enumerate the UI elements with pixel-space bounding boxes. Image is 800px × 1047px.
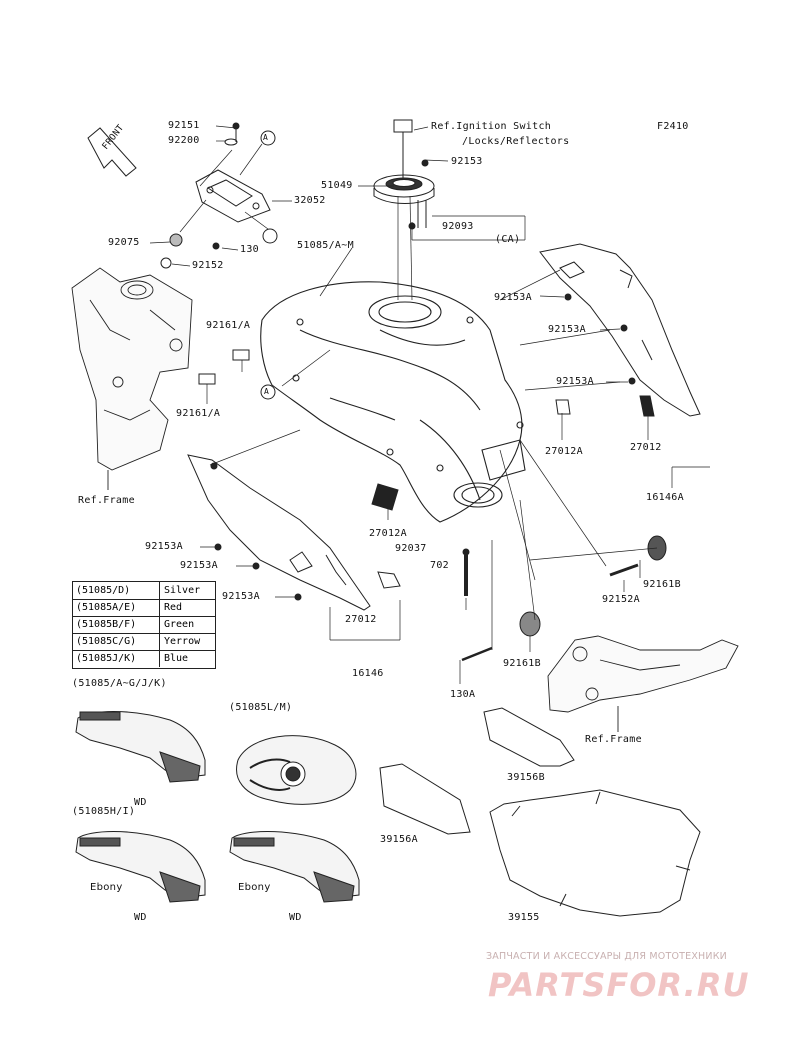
frame-right-sketch [547, 635, 739, 732]
inset-drawings [75, 711, 360, 903]
part-92161a-2: 92161/A [176, 408, 221, 419]
part-27012a-1: 27012A [545, 446, 583, 457]
bracket-part [160, 122, 278, 269]
part-92152: 92152 [192, 260, 224, 271]
part-92153a-6: 92153A [222, 591, 260, 602]
legend-color: Silver [164, 585, 201, 596]
part-92075: 92075 [108, 237, 140, 248]
inset2-title: (51085L/M) [229, 702, 293, 713]
legend-row: (51085C/G) Yerrow [73, 633, 215, 651]
front-arrow-icon [87, 127, 137, 177]
part-39155: 39155 [508, 912, 540, 923]
inset2-wd: WD [289, 912, 302, 923]
ref-ignition-line2: /Locks/Reflectors [462, 136, 570, 147]
inset4-ebony: Ebony [238, 882, 271, 893]
part-32052: 32052 [294, 195, 326, 206]
inset3-ebony: Ebony [90, 882, 123, 893]
legend-color: Yerrow [164, 636, 201, 647]
color-legend-table: (51085/D) Silver (51085A/E) Red (51085B/… [72, 581, 216, 669]
part-92161b-1: 92161B [643, 579, 681, 590]
legend-color: Red [164, 602, 183, 613]
part-92153a-4: 92153A [145, 541, 183, 552]
part-92161b-2: 92161B [503, 658, 541, 669]
ref-frame-right: Ref.Frame [585, 734, 642, 745]
fuel-tank [260, 281, 526, 523]
frame-left-sketch [71, 267, 193, 490]
watermark-logo: PARTSFOR.RU [488, 966, 750, 1004]
part-16146a: 16146A [646, 492, 684, 503]
inset1-title: (51085/A~G/J/K) [72, 678, 167, 689]
part-92200: 92200 [168, 135, 200, 146]
legend-code: (51085B/F) [76, 619, 137, 630]
ref-ignition-line1: Ref.Ignition Switch [431, 121, 552, 132]
part-27012a-2: 27012A [369, 528, 407, 539]
part-39156b: 39156B [507, 772, 545, 783]
part-39156a: 39156A [380, 834, 418, 845]
inset3-wd: WD [134, 912, 147, 923]
part-92153: 92153 [451, 156, 483, 167]
watermark-tagline: ЗАПЧАСТИ И АКСЕССУАРЫ ДЛЯ МОТОТЕХНИКИ [486, 951, 727, 962]
part-130: 130 [240, 244, 259, 255]
legend-row: (51085/D) Silver [73, 582, 215, 600]
legend-color: Green [164, 619, 195, 630]
side-cover-right [539, 243, 701, 417]
part-130a: 130A [450, 689, 476, 700]
part-92153a-1: 92153A [494, 292, 532, 303]
legend-code: (51085/D) [76, 585, 131, 596]
figure-code: F2410 [657, 121, 689, 132]
part-92153a-3: 92153A [556, 376, 594, 387]
ref-frame-left: Ref.Frame [78, 495, 135, 506]
legend-code: (51085J/K) [76, 653, 137, 664]
inset3-title: (51085H/I) [72, 806, 136, 817]
part-92153a-5: 92153A [180, 560, 218, 571]
legend-code: (51085C/G) [76, 636, 137, 647]
part-16146: 16146 [352, 668, 384, 679]
part-92093: 92093 [442, 221, 474, 232]
part-92037: 92037 [395, 543, 427, 554]
part-92151: 92151 [168, 120, 200, 131]
part-51085: 51085/A~M [297, 240, 354, 251]
callout-a-mid: A [264, 387, 270, 396]
part-92161a-1: 92161/A [206, 320, 251, 331]
part-27012-1: 27012 [630, 442, 662, 453]
part-27012-2: 27012 [345, 614, 377, 625]
callout-a-top: A [263, 133, 269, 142]
part-92152a: 92152A [602, 594, 640, 605]
legend-row: (51085A/E) Red [73, 599, 215, 617]
ca-label: (CA) [495, 234, 521, 245]
pads [198, 349, 655, 511]
legend-row: (51085J/K) Blue [73, 650, 215, 667]
legend-color: Blue [164, 653, 189, 664]
part-51049: 51049 [321, 180, 353, 191]
legend-code: (51085A/E) [76, 602, 137, 613]
filter-pads [379, 707, 701, 917]
legend-row: (51085B/F) Green [73, 616, 215, 634]
part-702: 702 [430, 560, 449, 571]
part-92153a-2: 92153A [548, 324, 586, 335]
fuel-cap-part [373, 119, 435, 230]
inset1-wd: WD [134, 797, 147, 808]
